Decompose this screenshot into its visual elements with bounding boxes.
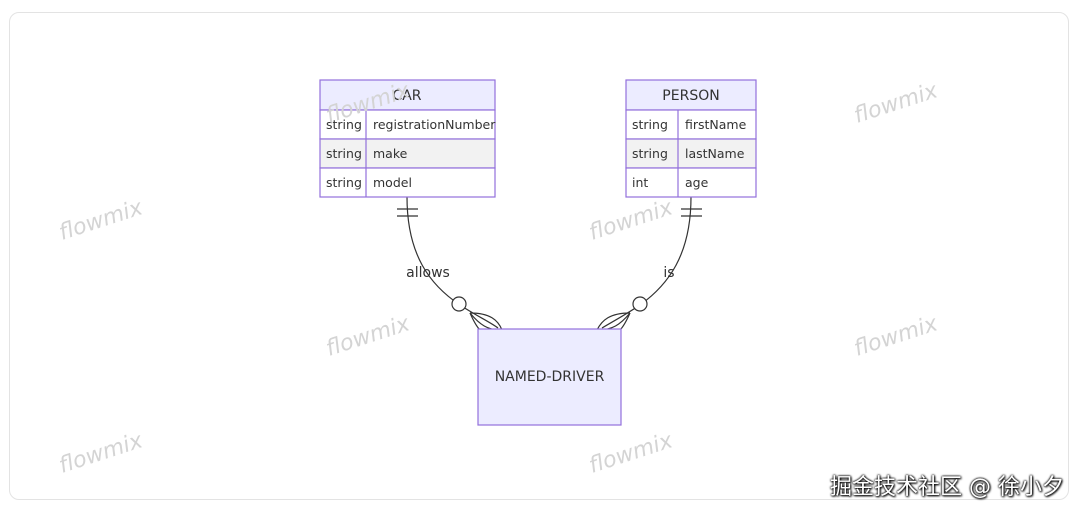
car-attr-name: registrationNumber	[373, 117, 496, 132]
car-attr-type: string	[326, 175, 362, 190]
driver-right-many-marker	[596, 296, 648, 331]
car-attr-name: model	[373, 175, 412, 190]
entity-person[interactable]: PERSON string firstName string lastName …	[625, 79, 757, 198]
entity-car[interactable]: CAR string registrationNumber string mak…	[319, 79, 496, 198]
relationship-label-allows: allows	[406, 265, 450, 281]
driver-left-many-marker	[451, 296, 503, 331]
person-attr-name: age	[685, 175, 709, 190]
edge-car-named-driver	[406, 196, 499, 329]
person-attr-type: string	[632, 117, 668, 132]
entity-car-title: CAR	[392, 88, 421, 104]
edge-person-named-driver	[601, 196, 692, 329]
relationship-label-is: is	[663, 265, 674, 281]
car-one-marker	[397, 208, 418, 217]
car-attr-name: make	[373, 146, 408, 161]
car-attr-type: string	[326, 117, 362, 132]
car-attr-type: string	[326, 146, 362, 161]
entity-named-driver-title: NAMED-DRIVER	[495, 369, 605, 385]
entity-person-title: PERSON	[662, 88, 719, 104]
person-attr-type: string	[632, 146, 668, 161]
person-attr-name: firstName	[685, 117, 747, 132]
footer-watermark: 掘金技术社区 @ 徐小夕	[830, 475, 1064, 500]
entity-named-driver[interactable]: NAMED-DRIVER	[477, 328, 622, 426]
person-one-marker	[681, 208, 702, 217]
person-attr-type: int	[632, 175, 648, 190]
person-attr-name: lastName	[685, 146, 745, 161]
